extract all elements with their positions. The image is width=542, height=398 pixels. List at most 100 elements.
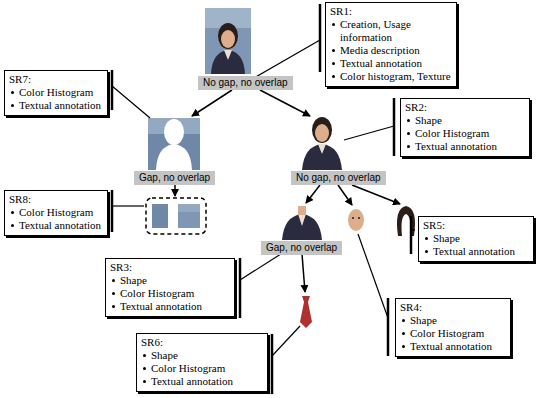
bullet-item: Media description <box>330 44 453 57</box>
bullet-dot <box>332 75 335 78</box>
description-box: SR3:ShapeColor HistogramTextual annotati… <box>105 258 235 317</box>
relation-band: Gap, no overlap <box>134 171 215 185</box>
descriptor-text: Textual annotation <box>415 140 497 153</box>
leader-line <box>254 40 320 78</box>
descriptor-text: Media description <box>340 44 420 57</box>
person-image <box>302 117 342 170</box>
box-heading: SR1: <box>330 5 453 18</box>
box-heading: SR6: <box>141 336 264 349</box>
bullet-dot <box>407 119 410 122</box>
person-image <box>302 144 342 170</box>
bullet-dot <box>332 49 335 52</box>
description-box: SR8:Color HistogramTextual annotation <box>4 190 108 236</box>
descriptor-text: Textual annotation <box>120 300 202 313</box>
bullet-item: Textual annotation <box>423 245 530 258</box>
box-heading: SR3: <box>110 261 231 274</box>
decomposition-arrow <box>352 185 400 204</box>
descriptor-text: Creation, Usage information <box>340 18 453 44</box>
description-box: SR5:ShapeTextual annotation <box>418 216 534 262</box>
background-pieces <box>146 198 206 234</box>
tie-image <box>300 296 312 328</box>
bullet-item: Textual annotation <box>141 375 264 388</box>
bullet-item: Color Histogram <box>141 362 264 375</box>
bullet-item: Creation, Usage information <box>330 18 453 44</box>
background-pieces <box>178 204 200 212</box>
box-heading: SR8: <box>9 193 104 206</box>
hair-image <box>397 206 415 236</box>
box-heading: SR7: <box>9 73 104 86</box>
bullet-dot <box>143 354 146 357</box>
descriptor-text: Shape <box>415 114 442 127</box>
body-image <box>282 206 322 240</box>
bullet-item: Color Histogram <box>9 86 104 99</box>
body-image <box>282 214 322 240</box>
body-image <box>298 214 306 226</box>
background-pieces <box>152 204 168 228</box>
descriptor-text: Color Histogram <box>410 327 484 340</box>
anchor-image <box>205 8 251 74</box>
leader-line <box>271 334 274 394</box>
relation-label: No gap, no overlap <box>296 172 381 183</box>
decomposition-arrow <box>192 90 232 116</box>
description-box: SR7:Color HistogramTextual annotation <box>4 70 108 116</box>
leader-line <box>344 126 394 140</box>
bullet-item: Textual annotation <box>9 219 104 232</box>
anchor-image <box>205 8 251 74</box>
bullet-item: Shape <box>423 232 530 245</box>
descriptor-text: Shape <box>433 232 460 245</box>
bullet-dot <box>407 132 410 135</box>
box-heading: SR2: <box>405 101 526 114</box>
descriptor-text: Textual annotation <box>410 340 492 353</box>
bullet-dot <box>143 380 146 383</box>
leader-line <box>272 326 300 356</box>
leader-line <box>111 70 114 110</box>
decomposition-arrow <box>306 185 320 203</box>
leader-line <box>411 229 415 230</box>
bullet-dot <box>143 367 146 370</box>
bullet-dot <box>425 250 428 253</box>
hair-image <box>397 206 415 236</box>
bullet-item: Color Histogram <box>400 327 507 340</box>
leader-line <box>239 258 242 318</box>
bullet-item: Textual annotation <box>9 99 104 112</box>
bullet-dot <box>402 332 405 335</box>
background-image <box>148 118 200 170</box>
bullet-item: Shape <box>405 114 526 127</box>
relation-label: Gap, no overlap <box>139 172 210 183</box>
bullet-dot <box>402 319 405 322</box>
background-pieces <box>146 198 206 234</box>
body-image <box>298 206 306 215</box>
description-box: SR1:Creation, Usage informationMedia des… <box>325 2 457 87</box>
bullet-item: Textual annotation <box>330 57 453 70</box>
background-image <box>156 144 192 170</box>
leader-line <box>112 205 144 206</box>
bullet-dot <box>112 279 115 282</box>
anchor-image <box>221 30 235 48</box>
decomposition-arrow <box>338 185 352 205</box>
bullet-item: Color Histogram <box>405 127 526 140</box>
descriptor-text: Color Histogram <box>19 206 93 219</box>
face-image <box>352 217 354 219</box>
decomposition-arrow <box>260 90 310 116</box>
descriptor-text: Textual annotation <box>340 57 422 70</box>
relation-band: No gap, no overlap <box>198 76 293 90</box>
anchor-image <box>211 50 245 74</box>
person-image <box>315 124 329 142</box>
leader-line <box>112 86 150 118</box>
bullet-dot <box>11 91 14 94</box>
descriptor-text: Shape <box>410 314 437 327</box>
leader-line <box>358 234 388 318</box>
leader-line <box>410 216 413 254</box>
tie-image <box>300 296 312 328</box>
descriptor-text: Color Histogram <box>120 287 194 300</box>
bullet-dot <box>332 62 335 65</box>
bullet-item: Textual annotation <box>110 300 231 313</box>
descriptor-text: Color histogram, Texture <box>340 70 451 83</box>
bullet-item: Shape <box>110 274 231 287</box>
person-image <box>312 117 332 143</box>
bullet-item: Textual annotation <box>405 140 526 153</box>
anchor-image <box>224 50 232 60</box>
bullet-item: Color Histogram <box>110 287 231 300</box>
background-image <box>148 118 200 170</box>
